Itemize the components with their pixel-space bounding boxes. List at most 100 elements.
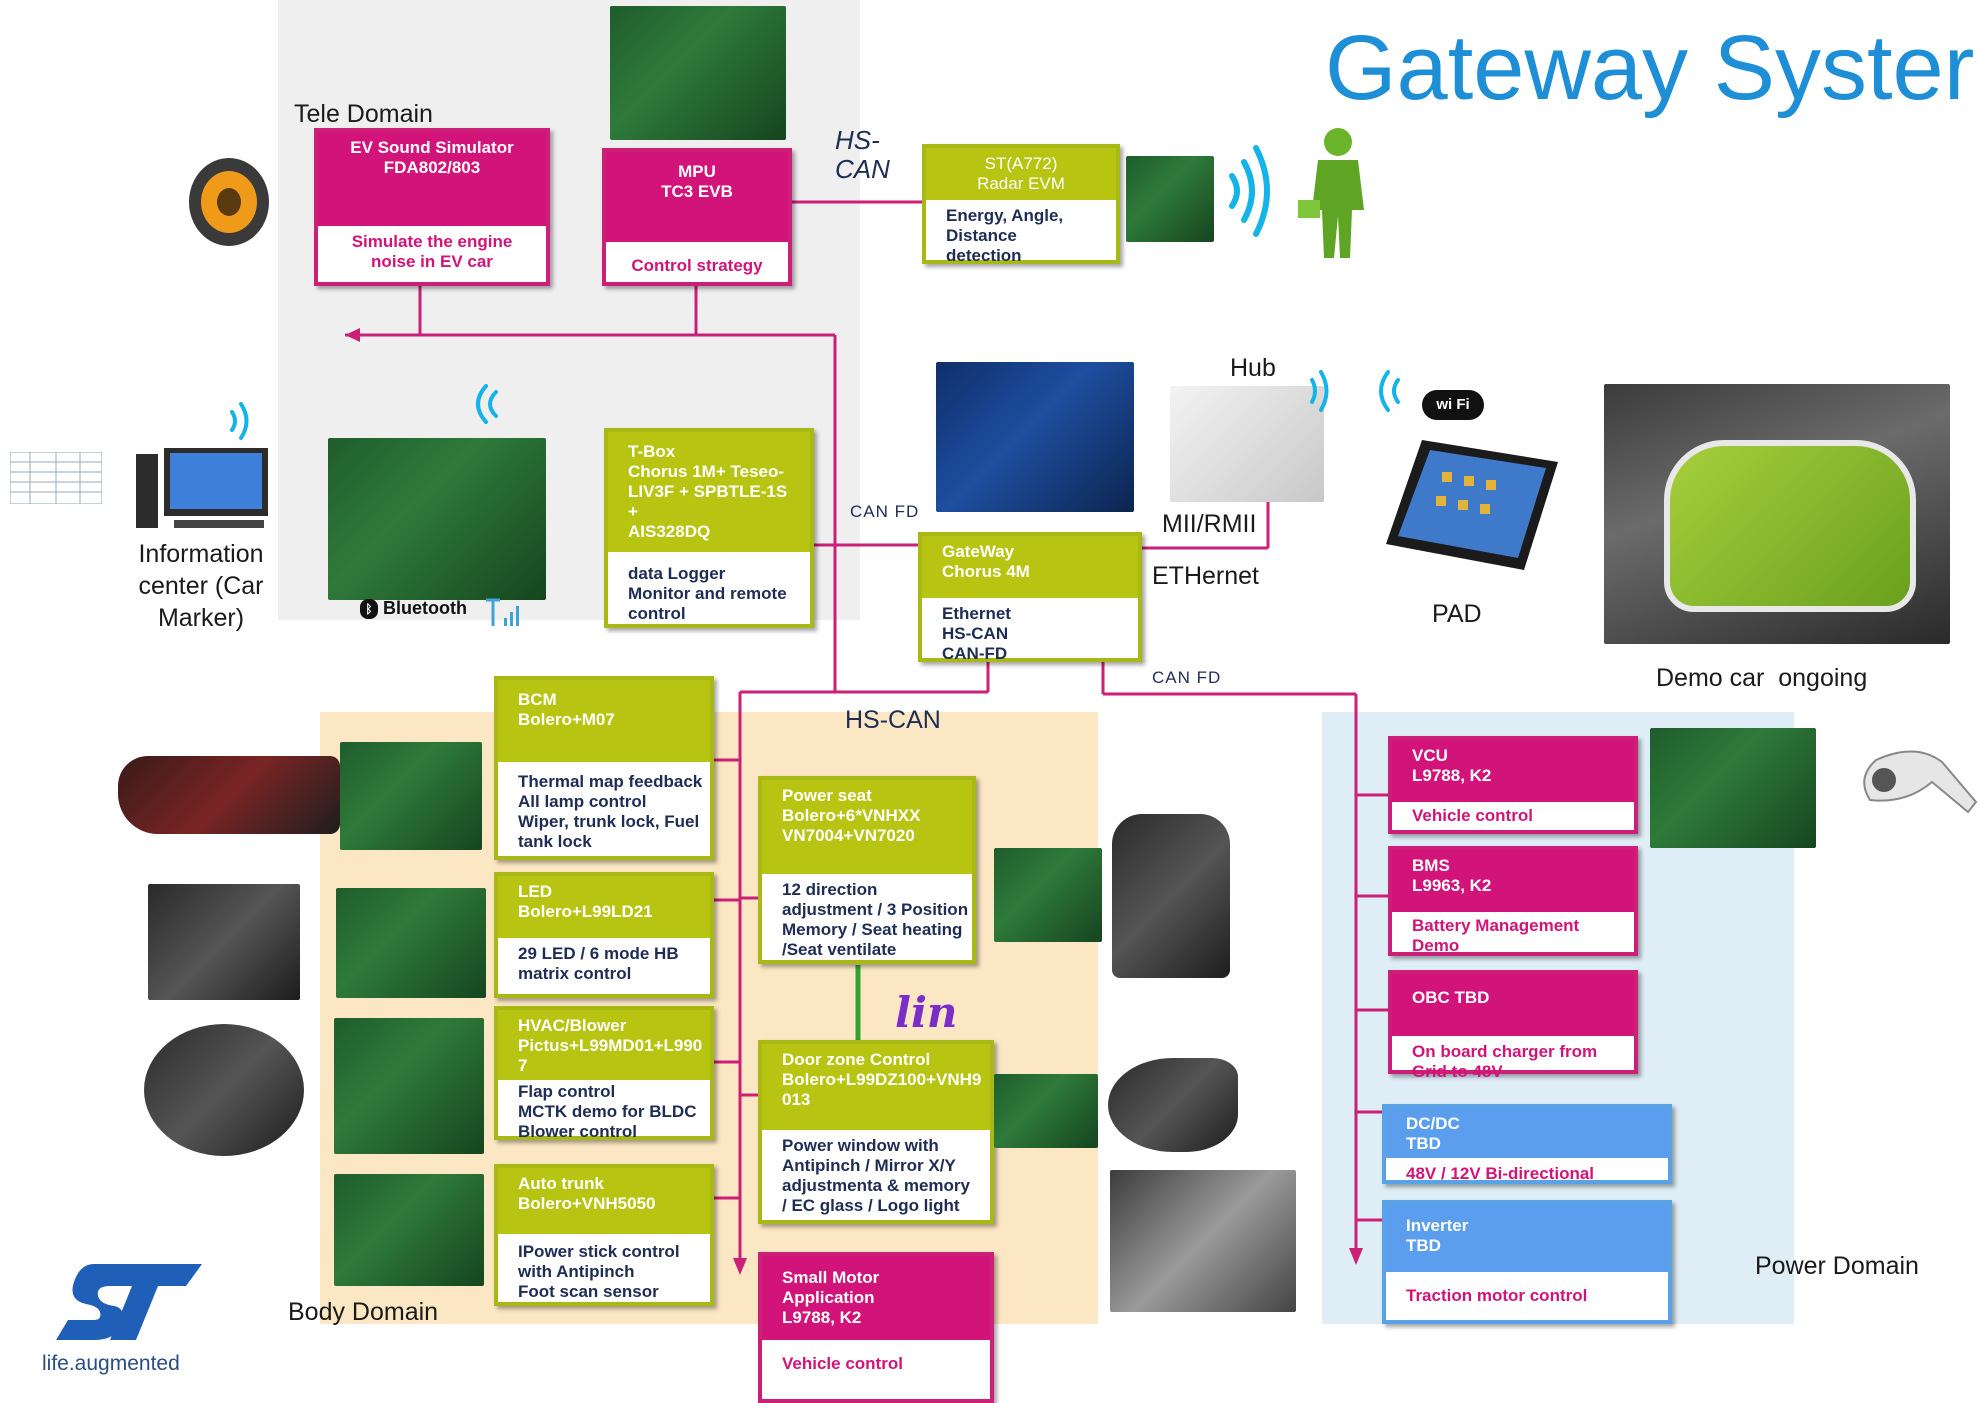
demo-car-label: Demo car ongoing <box>1656 664 1868 692</box>
person-icon <box>1298 128 1364 258</box>
mirror-photo <box>1108 1058 1238 1152</box>
hub-label: Hub <box>1230 354 1276 382</box>
obc-block: OBC TBD On board charger from Grid to 48… <box>1388 970 1638 1081</box>
bluetooth-icon: ᛒ Bluetooth <box>360 598 467 620</box>
led-board-photo <box>336 888 486 998</box>
vcu-header: VCU L9788, K2 <box>1392 740 1634 802</box>
hvac-header: HVAC/Blower Pictus+L99MD01+L990 7 <box>498 1010 710 1080</box>
wifi-signal-icon <box>1379 370 1400 412</box>
bcm-board-photo <box>340 742 482 850</box>
power-domain-label: Power Domain <box>1755 1252 1919 1280</box>
power-seat-board-photo <box>994 848 1102 942</box>
auto-trunk-header: Auto trunk Bolero+VNH5050 <box>498 1168 710 1234</box>
computer-icon <box>136 448 268 528</box>
bluetooth-label: Bluetooth <box>383 598 467 618</box>
mpu-body: Control strategy <box>631 256 763 275</box>
wifi-signal-icon <box>230 402 249 440</box>
power-seat-body: 12 direction adjustment / 3 Position Mem… <box>782 880 969 959</box>
hs-can-mid-label: HS-CAN <box>845 706 941 734</box>
bms-body: Battery Management Demo <box>1412 916 1580 955</box>
dcdc-header: DC/DC TBD <box>1386 1108 1668 1158</box>
blower-photo <box>144 1024 304 1156</box>
inverter-body: Traction motor control <box>1406 1286 1588 1305</box>
radar-block: ST(A772) Radar EVM Energy, Angle, Distan… <box>922 144 1120 265</box>
bcm-block: BCM Bolero+M07 Thermal map feedback All … <box>494 676 714 860</box>
auto-trunk-body: IPower stick control with Antipinch Foot… <box>518 1242 680 1301</box>
st-tagline: life.augmented <box>42 1352 180 1375</box>
hvac-body: Flap control MCTK demo for BLDC Blower c… <box>518 1082 697 1141</box>
hvac-board-photo <box>334 1018 484 1154</box>
speaker-icon <box>189 158 269 246</box>
wifi-signal-icon <box>476 384 498 424</box>
ev-sound-body: Simulate the engine noise in EV car <box>351 232 513 271</box>
obc-header: OBC TBD <box>1392 974 1634 1036</box>
seat-photo <box>1112 814 1230 978</box>
door-zone-block: Door zone Control Bolero+L99DZ100+VNH9 0… <box>758 1040 994 1224</box>
information-center-label: Information center (Car Marker) <box>138 540 264 632</box>
wifi-signal-icon <box>1310 370 1329 412</box>
mpu-header: MPU TC3 EVB <box>606 152 788 242</box>
demo-car-shape <box>1664 440 1916 612</box>
vcu-block: VCU L9788, K2 Vehicle control <box>1388 736 1638 834</box>
door-zone-body: Power window with Antipinch / Mirror X/Y… <box>782 1136 970 1215</box>
radar-evm-photo <box>1126 156 1214 242</box>
obc-body: On board charger from Grid to 48V <box>1412 1042 1598 1081</box>
hvac-block: HVAC/Blower Pictus+L99MD01+L990 7 Flap c… <box>494 1006 714 1141</box>
wifi-signal-icon <box>1229 145 1270 237</box>
tbox-body: data Logger Monitor and remote control <box>628 564 787 623</box>
inverter-header: Inverter TBD <box>1386 1204 1668 1272</box>
vcu-body: Vehicle control <box>1412 806 1533 825</box>
car-door-photo <box>1110 1170 1296 1312</box>
spreadsheet-icon <box>10 452 102 504</box>
headlamp-photo <box>148 884 300 1000</box>
door-zone-header: Door zone Control Bolero+L99DZ100+VNH9 0… <box>762 1044 990 1130</box>
hub-photo <box>1170 386 1324 502</box>
canfd-label-2: CAN FD <box>1152 668 1222 687</box>
power-seat-header: Power seat Bolero+6*VNHXX VN7004+VN7020 <box>762 780 972 874</box>
bms-block: BMS L9963, K2 Battery Management Demo <box>1388 846 1638 956</box>
bluetooth-symbol: ᛒ <box>360 599 378 620</box>
charger-plug-icon <box>1863 750 1978 814</box>
inverter-block: Inverter TBD Traction motor control <box>1382 1200 1672 1324</box>
ev-sound-header: EV Sound Simulator FDA802/803 <box>318 132 546 226</box>
lin-label: lin <box>895 988 958 1037</box>
gateway-body: Ethernet HS-CAN CAN-FD <box>942 604 1011 663</box>
tail-lamp-photo <box>118 756 340 834</box>
led-block: LED Bolero+L99LD21 29 LED / 6 mode HB ma… <box>494 872 714 998</box>
led-body: 29 LED / 6 mode HB matrix control <box>518 944 679 983</box>
gateway-block: GateWay Chorus 4M Ethernet HS-CAN CAN-FD <box>918 532 1142 663</box>
trunk-board-photo <box>334 1174 484 1286</box>
body-domain-label: Body Domain <box>288 1298 439 1326</box>
small-motor-body: Vehicle control <box>782 1354 903 1373</box>
auto-trunk-block: Auto trunk Bolero+VNH5050 IPower stick c… <box>494 1164 714 1306</box>
bcm-header: BCM Bolero+M07 <box>498 680 710 762</box>
led-header: LED Bolero+L99LD21 <box>498 876 710 938</box>
door-zone-board-photo <box>994 1074 1098 1148</box>
small-motor-block: Small Motor Application L9788, K2 Vehicl… <box>758 1252 994 1403</box>
wifi-badge: wi Fi <box>1422 390 1484 420</box>
small-motor-header: Small Motor Application L9788, K2 <box>762 1256 990 1340</box>
mpu-block: MPU TC3 EVB Control strategy <box>602 148 792 286</box>
tablet-icon <box>1386 440 1558 570</box>
bcm-body: Thermal map feedback All lamp control Wi… <box>518 772 703 851</box>
ethernet-label: ETHernet <box>1152 562 1259 590</box>
power-seat-block: Power seat Bolero+6*VNHXX VN7004+VN7020 … <box>758 776 976 964</box>
tele-domain-label: Tele Domain <box>294 100 433 128</box>
page-title: Gateway Syster <box>1325 17 1975 119</box>
gateway-board-photo <box>936 362 1134 512</box>
bms-header: BMS L9963, K2 <box>1392 850 1634 912</box>
tbox-block: T-Box Chorus 1M+ Teseo- LIV3F + SPBTLE-1… <box>604 428 814 628</box>
hs-can-top-label: HS- CAN <box>835 125 890 184</box>
radar-header: ST(A772) Radar EVM <box>926 148 1116 200</box>
gateway-header: GateWay Chorus 4M <box>922 536 1138 598</box>
ev-sound-simulator-block: EV Sound Simulator FDA802/803 Simulate t… <box>314 128 550 286</box>
radar-body: Energy, Angle, Distance detection <box>946 206 1064 265</box>
cellular-signal-icon <box>486 598 519 626</box>
vcu-board-photo <box>1650 728 1816 848</box>
dcdc-block: DC/DC TBD 48V / 12V Bi-directional <box>1382 1104 1672 1184</box>
mii-rmii-label: MII/RMII <box>1162 510 1257 538</box>
pad-label: PAD <box>1432 600 1482 628</box>
canfd-label-1: CAN FD <box>850 502 920 521</box>
tbox-board-photo <box>328 438 546 600</box>
